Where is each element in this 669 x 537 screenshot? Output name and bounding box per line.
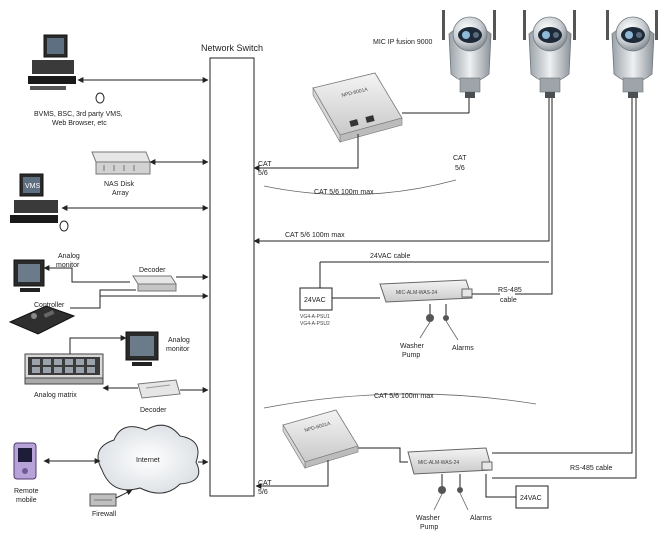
nas-array [91,151,151,175]
interface-box-label-2: MIC-ALM-WAS-24 [418,460,459,466]
interface-box-1 [379,279,473,303]
cat-label-b1: CAT [453,155,467,162]
analog-monitor-2 [125,331,159,366]
washer-label-2: Washer [416,515,441,522]
firewall-label: Firewall [92,511,117,518]
psu-note-2: VG4-A-PSU2 [300,321,330,327]
rs485-label-1: RS-485 [498,287,522,294]
camera-3 [606,10,658,98]
firewall [89,493,117,507]
psu-label-1: 24VAC [304,297,326,304]
psu-note-1: VG4-A-PSU1 [300,314,330,320]
controller-label: Controller [34,302,65,309]
controller-keyboard [8,305,76,335]
pump-label-2: Pump [420,524,438,531]
vms-workstation: VMS [10,173,69,232]
network-switch-label: Network Switch [201,43,263,53]
camera-cables [253,98,637,479]
internet-label: Internet [136,457,160,464]
camera-1 [442,10,496,98]
poe-top-to-switch [253,134,359,171]
analog-monitor-1-label-2: monitor [56,262,80,269]
analog-monitor-1-label-1: Analog [58,253,80,260]
workstation-label-2: Web Browser, etc [52,120,107,127]
psu2-to-interface [485,474,516,498]
firewall-to-cloud [115,489,133,499]
remote-label-2: mobile [16,497,37,504]
poe-injector-bottom: NPD-6001A [282,409,359,470]
poe-bottom-to-switch [255,460,329,489]
washer-alarm-2 [433,474,469,511]
remote-mobile [13,442,37,480]
nas-label-2: Array [112,190,129,197]
monitor-to-decoder [43,265,130,283]
rs485-label-2: cable [500,297,517,304]
nas-label-1: NAS Disk [104,181,134,188]
poe-bottom-to-interface [358,447,408,463]
alarms-label-1: Alarms [452,345,474,352]
cat-run-label-2: CAT 5/6 100m max [285,232,345,239]
remote-label-1: Remote [14,488,39,495]
psu-label-2: 24VAC [520,495,542,502]
decoder-1 [132,275,177,292]
internet-cloud [97,424,200,494]
cat-label-a1: CAT [258,161,272,168]
camera-model-label: MIC IP fusion 9000 [373,39,433,46]
interface-box-label-1: MIC-ALM-WAS-24 [396,290,437,296]
controller-link [70,289,136,309]
pump-label-1: Pump [402,352,420,359]
matrix-to-monitor [69,335,127,354]
cat-run-arc-3 [263,393,537,409]
analog-monitor-2-label-2: monitor [166,346,190,353]
psu-box-1 [299,287,333,311]
cat-run-arc-1 [263,179,457,196]
camera-2 [523,10,576,98]
decoder-1-label: Decoder [139,267,166,274]
cat-label-b2: 5/6 [455,165,465,172]
vac-cable-label: 24VAC cable [370,253,410,260]
decoder-2 [137,379,181,399]
cat-label-c2: 5/6 [258,489,268,496]
analog-monitor-1 [13,259,45,292]
decoder-2-label: Decoder [140,407,167,414]
analog-matrix [24,353,104,385]
cat-run-label-1: CAT 5/6 100m max [314,189,374,196]
analog-monitor-2-label-1: Analog [168,337,190,344]
workstation-label-1: BVMS, BSC, 3rd party VMS, [34,111,123,118]
vms-screen-label: VMS [25,183,41,190]
poe-injector-top: NPD-6001A [312,72,403,144]
analog-matrix-label: Analog matrix [34,392,77,399]
cat-label-c1: CAT [258,480,272,487]
interface-box-2 [407,447,493,475]
network-switch [209,57,255,497]
washer-alarm-1 [419,304,459,341]
cat-run-label-3: CAT 5/6 100m max [374,393,434,400]
alarms-label-2: Alarms [470,515,492,522]
washer-label-1: Washer [400,343,425,350]
cat-label-a2: 5/6 [258,170,268,177]
workstation-pc [28,34,105,104]
rs485-cable-label: RS-485 cable [570,465,613,472]
